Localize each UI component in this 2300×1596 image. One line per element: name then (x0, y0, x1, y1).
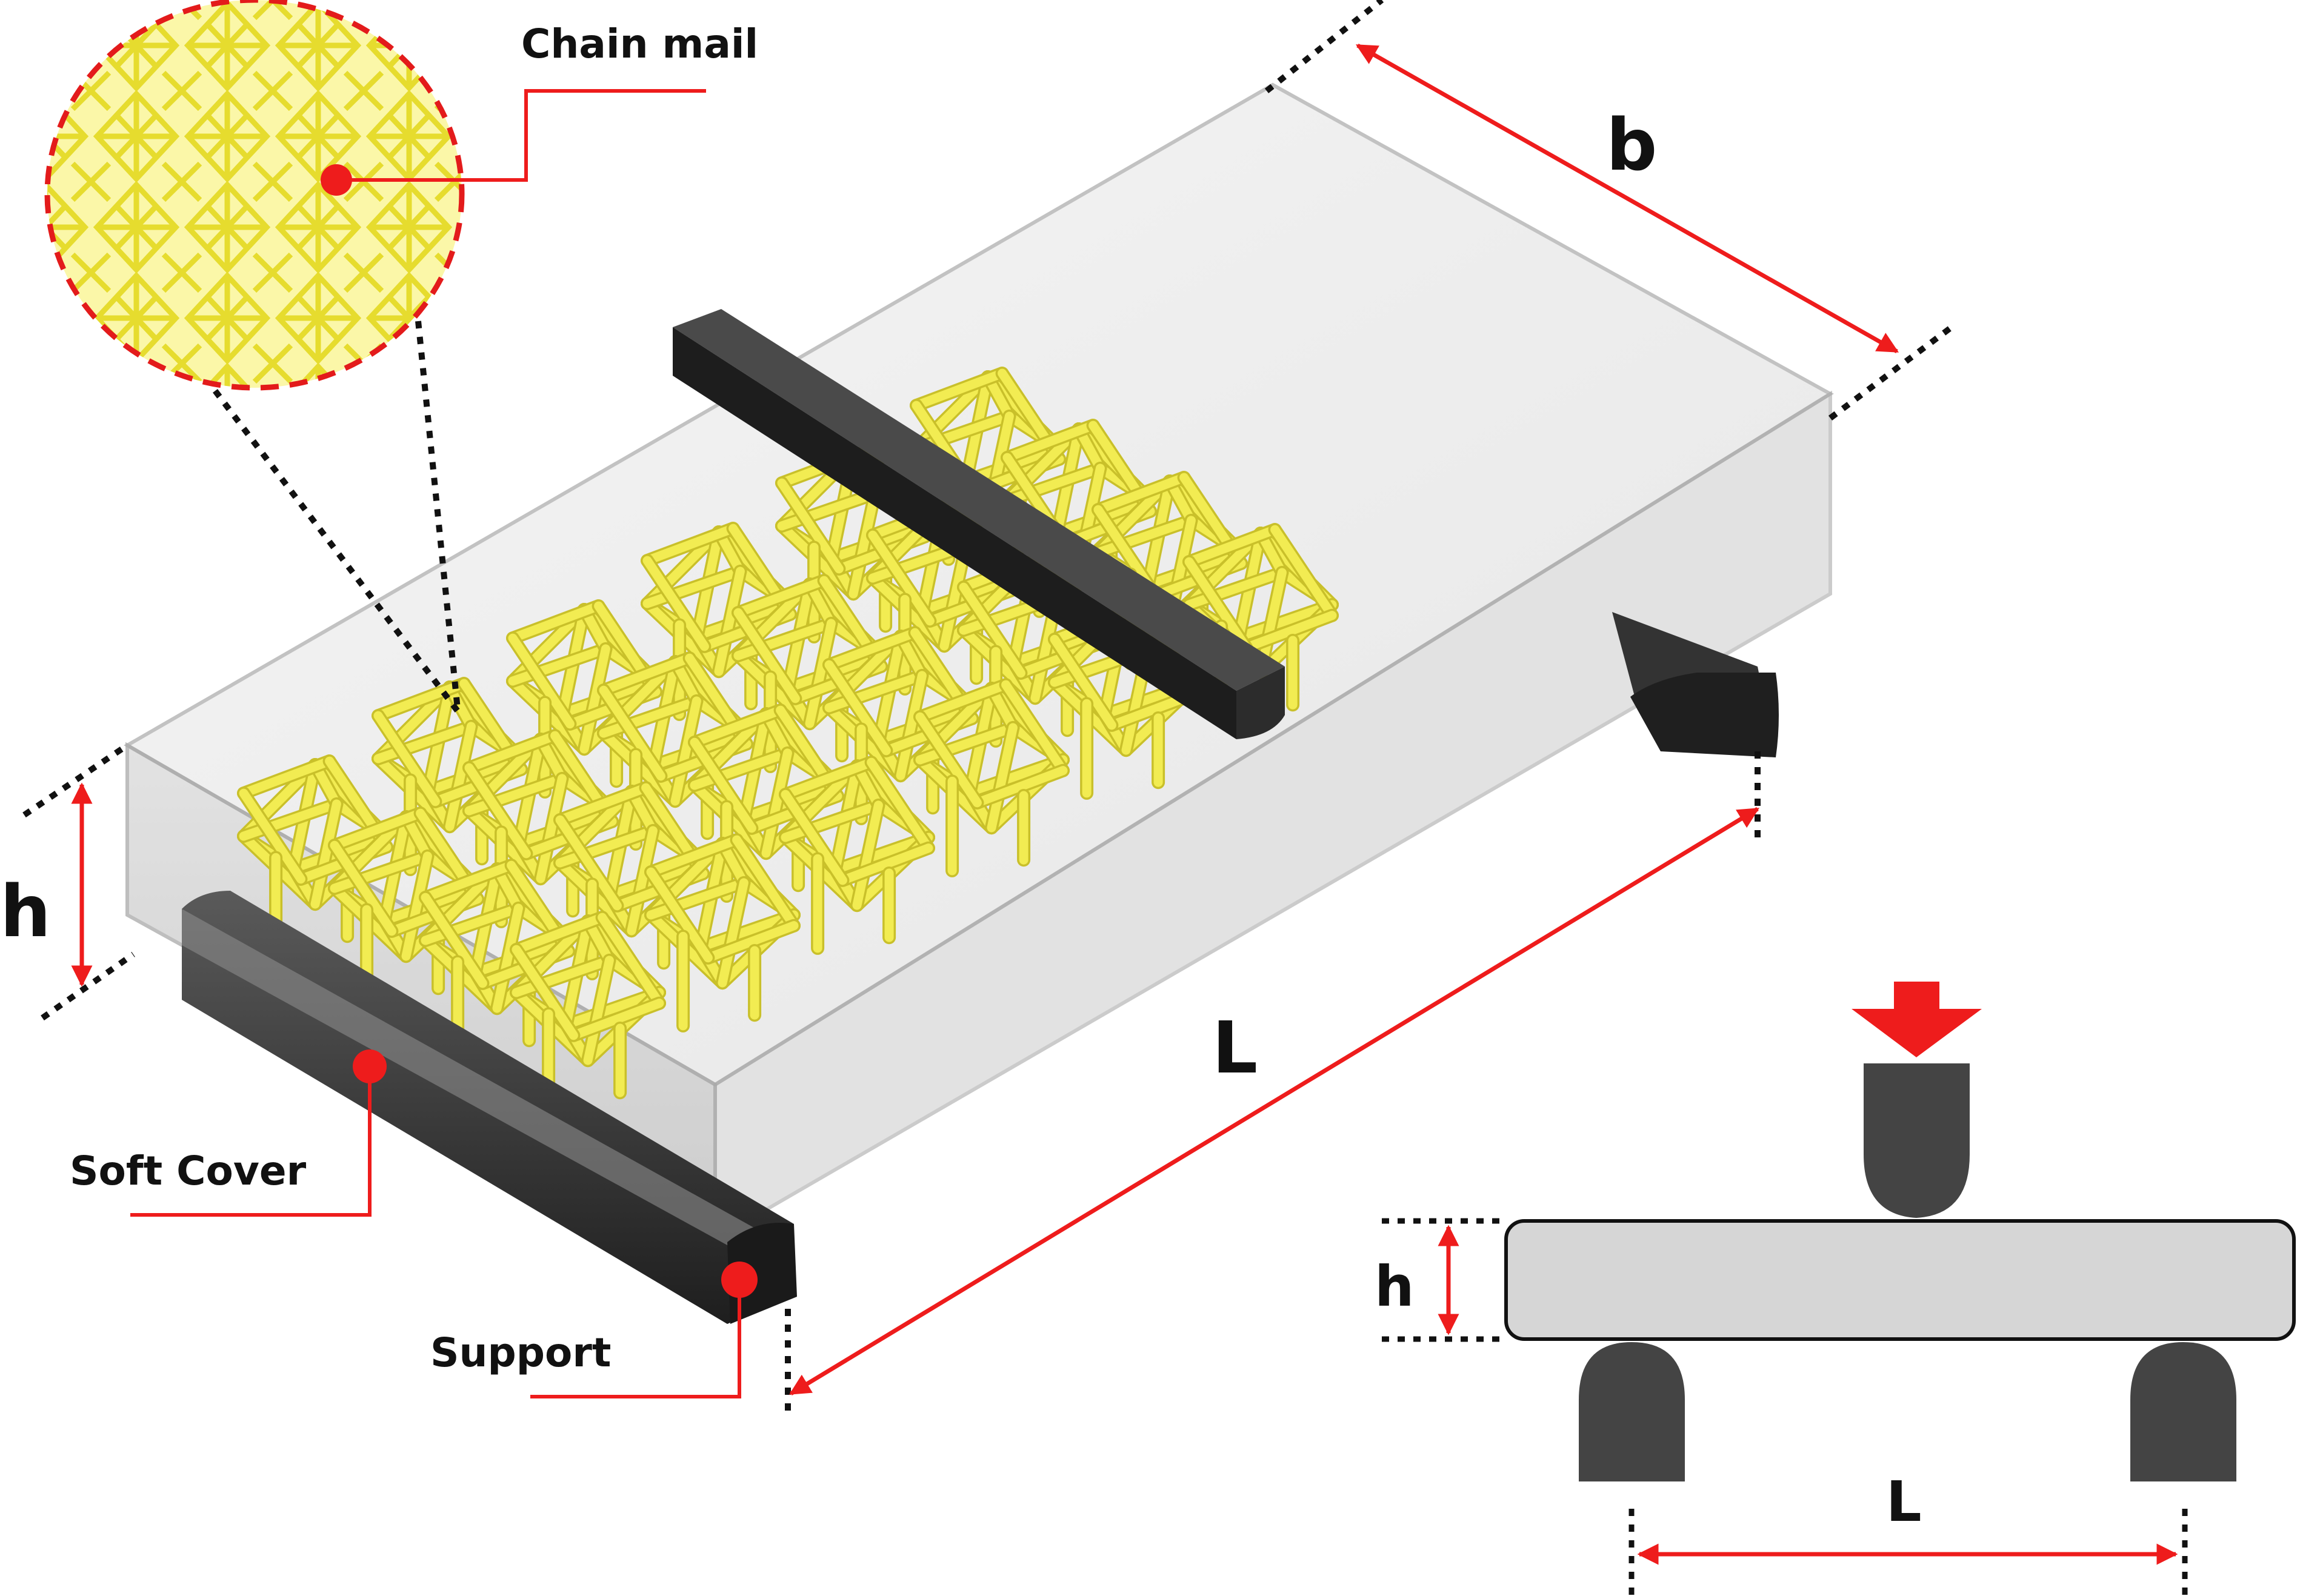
support-leader (530, 1280, 741, 1398)
specimen-beam (1504, 1219, 2296, 1341)
label-h: h (0, 869, 51, 953)
label-b: b (1606, 103, 1657, 187)
support-rod-back (1612, 612, 1779, 757)
label-L: L (1212, 1006, 1258, 1089)
leaders (130, 89, 758, 1398)
chain-mail-inset (44, 0, 465, 717)
support-rod-front (182, 891, 797, 1324)
inset-connector-left (213, 388, 463, 717)
dimension-L (785, 751, 1761, 1418)
lattice-cell (644, 833, 801, 1032)
loading-nose (1864, 1063, 1970, 1218)
support-right (2130, 1342, 2236, 1481)
inset-connector-right (415, 321, 461, 710)
bending-schematic: h L (1375, 982, 2296, 1596)
support-left (1579, 1342, 1685, 1481)
load-arrow (1852, 982, 1982, 1057)
chain-mail-leader (336, 89, 706, 182)
loading-bar (673, 309, 1285, 739)
dimension-h (22, 742, 135, 1021)
lattice-cell (553, 781, 710, 980)
schematic-label-L: L (1886, 1469, 1922, 1534)
lattice-cell (510, 911, 666, 1110)
label-support: Support (430, 1329, 611, 1376)
schematic-label-h: h (1375, 1254, 1415, 1319)
dimension-b (1264, 0, 1953, 421)
label-soft-cover: Soft Cover (70, 1148, 307, 1194)
label-chain-mail: Chain mail (521, 21, 758, 67)
soft-cover-leader (130, 1066, 372, 1217)
